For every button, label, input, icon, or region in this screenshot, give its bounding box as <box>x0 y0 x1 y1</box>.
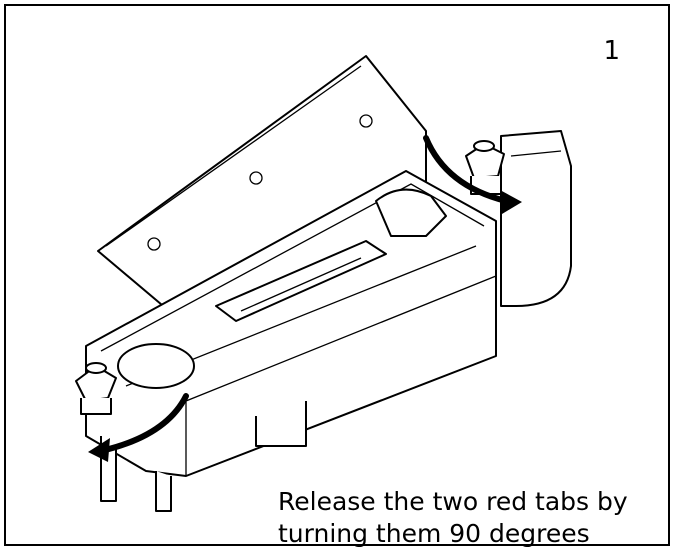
lid-screw <box>147 237 161 251</box>
inner-rail <box>215 240 387 322</box>
caption-line-1: Release the two red tabs by <box>278 487 628 516</box>
leg <box>155 471 172 512</box>
left-tab-icon[interactable] <box>75 362 117 415</box>
lid-screw <box>249 171 263 185</box>
caption: Release the two red tabs by turning them… <box>278 486 628 550</box>
figure-frame: 1 Release the two red tabs by turning th… <box>4 4 670 548</box>
right-compartment <box>500 130 572 307</box>
left-cup <box>117 343 195 389</box>
rotate-arrow-right-icon <box>423 135 522 214</box>
appliance-illustration <box>75 55 572 512</box>
rotate-arrow-left-icon <box>88 393 189 462</box>
caption-line-2: turning them 90 degrees <box>278 519 590 548</box>
right-cup <box>375 188 447 237</box>
step-number: 1 <box>603 36 620 66</box>
leg <box>255 401 307 447</box>
lid-screw <box>359 114 373 128</box>
